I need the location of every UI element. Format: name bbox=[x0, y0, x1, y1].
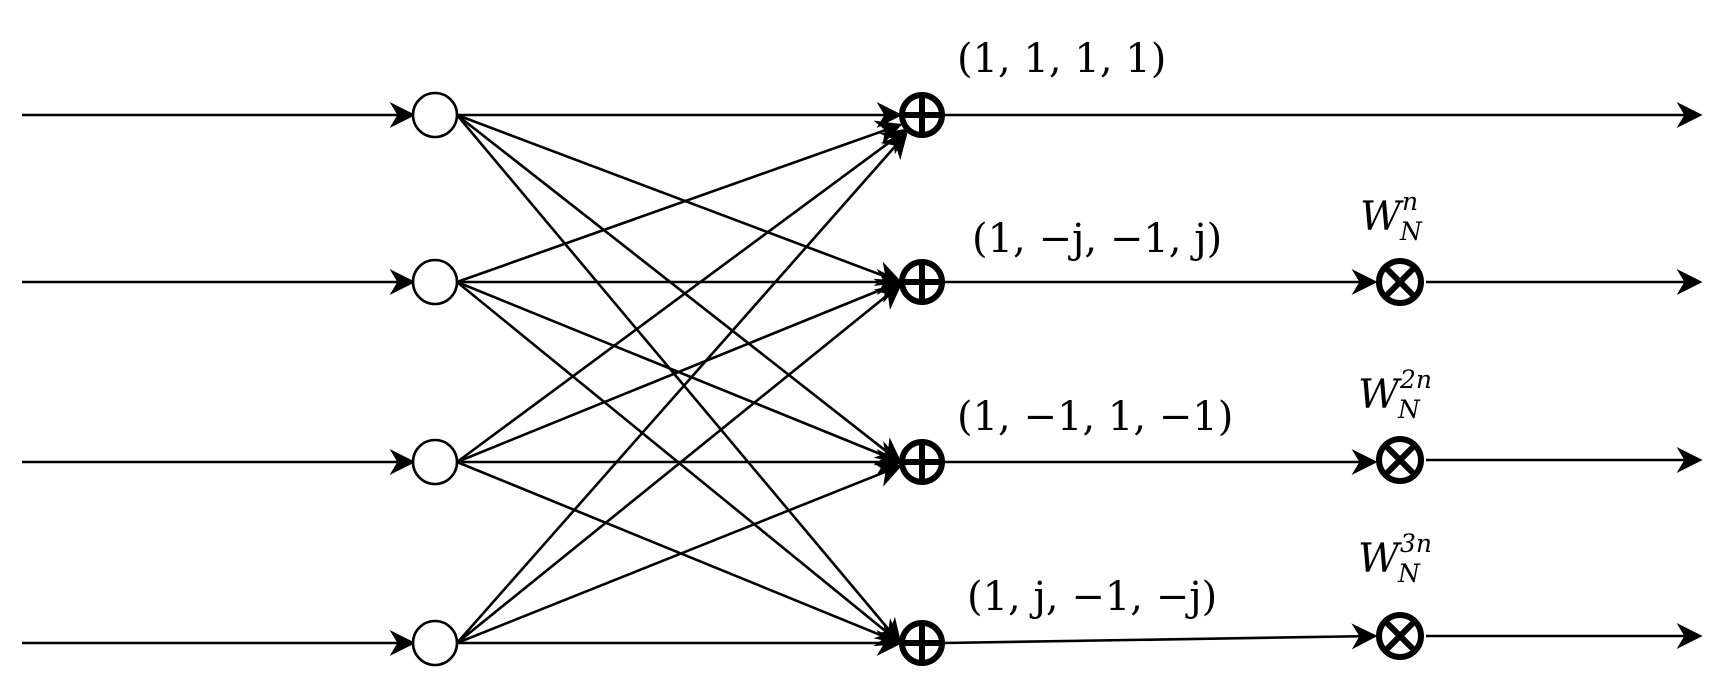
edge-2-0 bbox=[456, 128, 909, 464]
butterfly-connections bbox=[456, 102, 909, 656]
edge-0-2 bbox=[456, 113, 903, 464]
row-label-3: (1, j, −1, −j) bbox=[967, 574, 1217, 620]
edge-3-2 bbox=[456, 462, 903, 645]
adder-2 bbox=[899, 439, 945, 485]
twiddle-sup-2: 2n bbox=[1399, 365, 1432, 394]
twiddle-base-3: W bbox=[1358, 536, 1402, 582]
twiddle-sup-3: 3n bbox=[1400, 529, 1432, 558]
edge-1-0 bbox=[456, 120, 903, 284]
multiplier-2 bbox=[1376, 436, 1424, 484]
row-label-2: (1, −1, 1, −1) bbox=[957, 394, 1233, 440]
input-node-3 bbox=[411, 619, 459, 667]
edge-2-3 bbox=[456, 460, 903, 647]
adder-3 bbox=[899, 620, 945, 666]
multiplier-3 bbox=[1376, 612, 1424, 660]
multiplier-1 bbox=[1376, 258, 1424, 306]
twiddle-sub-1: N bbox=[1399, 217, 1423, 246]
edge-2-1 bbox=[456, 278, 903, 464]
twiddle-label-3: W 3n N bbox=[1358, 529, 1432, 588]
input-node-0 bbox=[411, 91, 459, 139]
edge-3-0 bbox=[456, 132, 908, 644]
row-label-0: (1, 1, 1, 1) bbox=[957, 36, 1166, 82]
adder-0 bbox=[899, 92, 945, 138]
twiddle-base-1: W bbox=[1360, 194, 1404, 240]
wire-to-mult-3 bbox=[943, 623, 1378, 650]
twiddle-sub-2: N bbox=[1397, 395, 1421, 424]
twiddle-sup-1: n bbox=[1402, 187, 1418, 216]
twiddle-base-2: W bbox=[1358, 372, 1402, 418]
input-node-2 bbox=[411, 438, 459, 486]
twiddle-label-2: W 2n N bbox=[1358, 365, 1432, 424]
twiddle-sub-3: N bbox=[1397, 559, 1421, 588]
adder-1 bbox=[899, 259, 945, 305]
input-node-1 bbox=[411, 258, 459, 306]
edge-0-1 bbox=[456, 113, 903, 286]
row-label-1: (1, −j, −1, j) bbox=[972, 216, 1222, 262]
edge-0-3 bbox=[456, 114, 902, 645]
edge-3-1 bbox=[456, 283, 903, 645]
twiddle-label-1: W n N bbox=[1360, 187, 1423, 246]
